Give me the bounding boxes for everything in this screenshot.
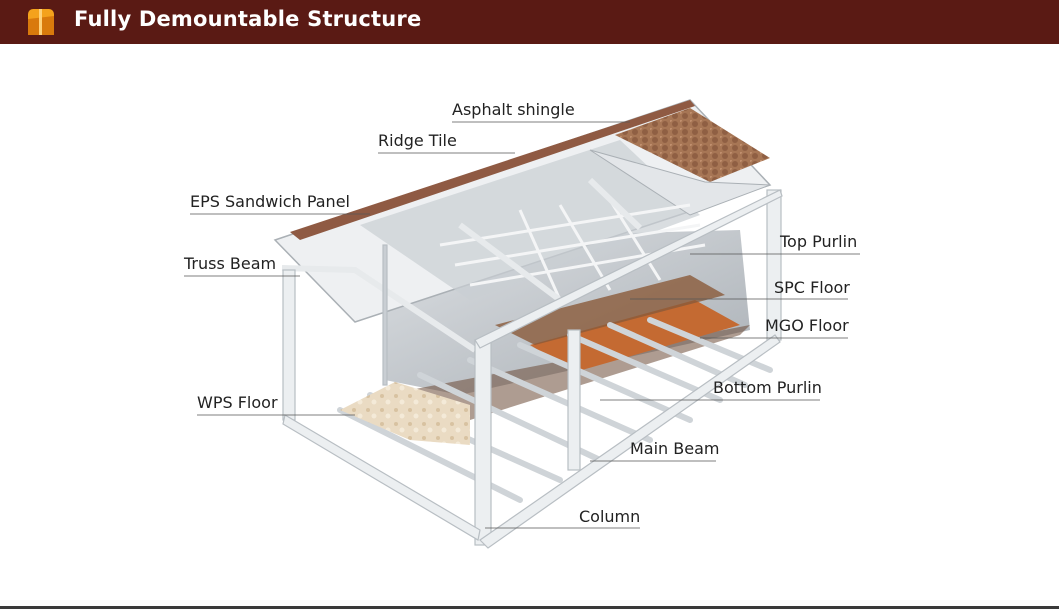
label-main-beam: Main Beam: [630, 439, 720, 458]
truss-beams: [281, 177, 643, 353]
leader-lines: [184, 121, 860, 529]
bottom-divider: [0, 606, 1059, 609]
label-bottom-purlin: Bottom Purlin: [713, 378, 822, 397]
label-eps-sandwich-panel: EPS Sandwich Panel: [190, 192, 350, 211]
label-top-purlin: Top Purlin: [780, 232, 858, 251]
page-title: Fully Demountable Structure: [74, 7, 422, 31]
label-spc-floor: SPC Floor: [774, 278, 850, 297]
structure-diagram: [184, 99, 860, 549]
label-mgo-floor: MGO Floor: [765, 316, 849, 335]
label-column: Column: [579, 507, 641, 526]
logo-icon: [28, 9, 54, 35]
asphalt-shingle: [615, 108, 770, 182]
label-ridge-tile: Ridge Tile: [378, 131, 457, 150]
frame: [282, 189, 783, 549]
spc-floor: [495, 275, 725, 345]
label-asphalt-shingle: Asphalt shingle: [452, 100, 575, 119]
header-bar: Fully Demountable Structure: [0, 0, 1059, 44]
label-wps-floor: WPS Floor: [197, 393, 278, 412]
label-truss-beam: Truss Beam: [184, 254, 277, 273]
wps-floor: [340, 382, 470, 445]
ridge-tile: [290, 100, 695, 240]
roof-underside: [360, 140, 700, 300]
roof-fold: [589, 149, 771, 216]
